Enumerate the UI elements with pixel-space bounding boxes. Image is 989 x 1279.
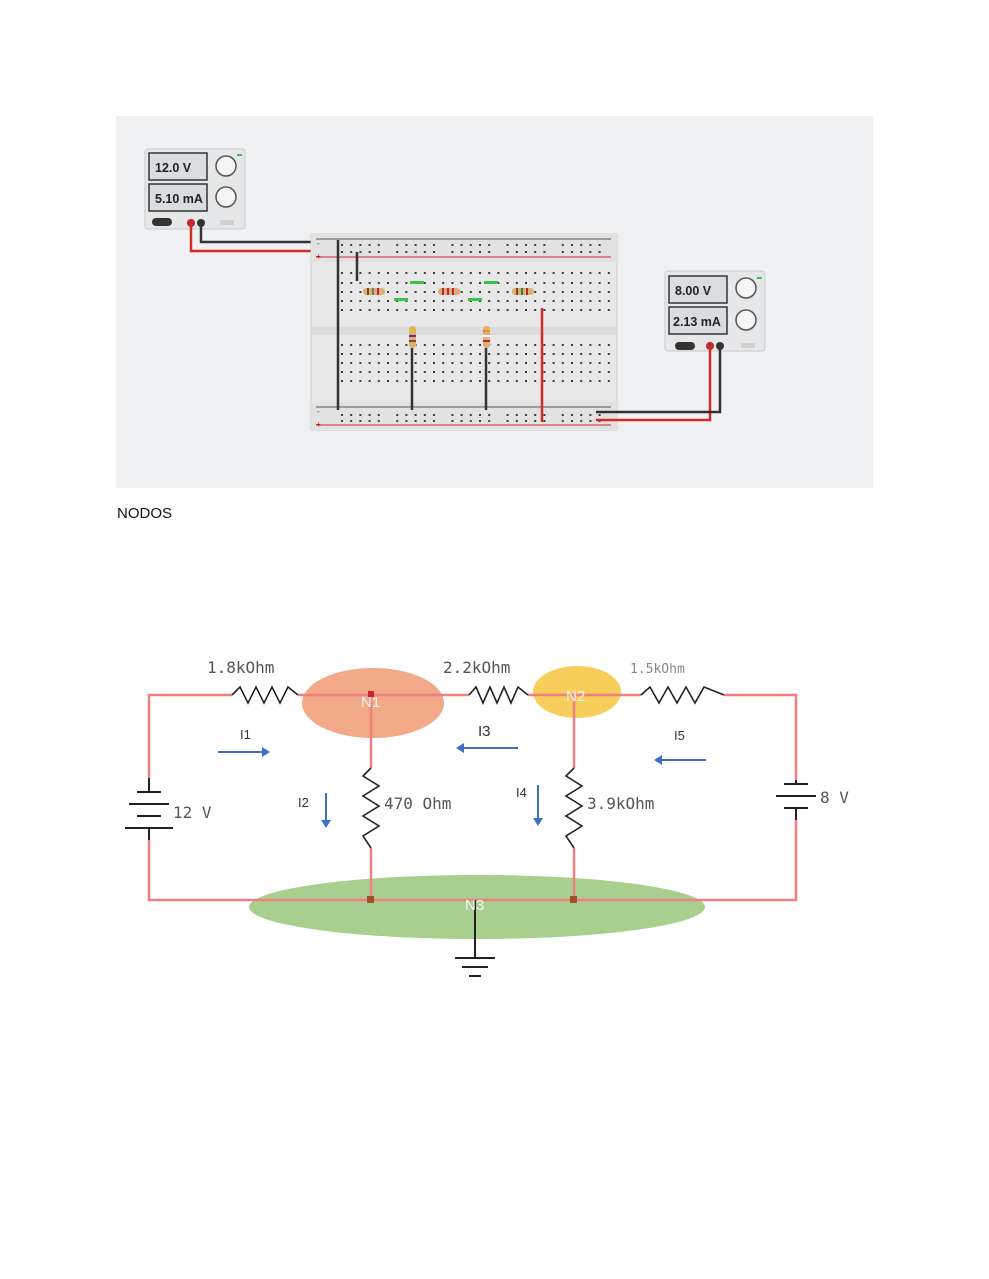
label-1k8: 1.8kOhm (207, 658, 274, 677)
resistor-3k9 (564, 767, 584, 849)
resistor-r1 (363, 288, 385, 295)
resistor-r3 (438, 288, 460, 295)
resistor-symbols (231, 685, 725, 849)
resistor-1k5 (640, 685, 725, 705)
supply-right-current: 2.13 mA (673, 315, 721, 329)
supply-left-voltage: 12.0 V (155, 161, 192, 175)
node-n3-highlight (249, 875, 705, 939)
label-3k9: 3.9kOhm (587, 794, 654, 813)
resistor-2k2 (468, 685, 529, 705)
ground-symbol (455, 900, 495, 977)
node-n2-label: N2 (566, 688, 585, 705)
simulation-canvas: 12.0 V 5.10 mA - + - + (144, 148, 766, 431)
current-i5-label: I5 (674, 728, 685, 743)
label-2k2: 2.2kOhm (443, 658, 510, 677)
power-supply-left: 12.0 V 5.10 mA (144, 148, 246, 230)
node-n3-label: N3 (465, 897, 484, 914)
section-caption: NODOS (117, 505, 173, 522)
current-i1-label: I1 (240, 727, 251, 742)
node-n1-label: N1 (361, 694, 380, 711)
current-i2-label: I2 (298, 795, 309, 810)
resistor-r2 (409, 326, 416, 348)
supply-right-voltage: 8.00 V (675, 284, 712, 298)
resistor-1k8 (231, 685, 299, 705)
node-schematic: 1.8kOhm 2.2kOhm 1.5kOhm 470 Ohm 3.9kOhm … (0, 640, 989, 1000)
voltage-knob-right[interactable] (735, 277, 757, 299)
circuit-simulation-image: 12.0 V 5.10 mA - + - + (116, 116, 873, 488)
current-knob-right[interactable] (735, 309, 757, 331)
battery-8v (776, 780, 816, 820)
node-n2-highlight (533, 666, 621, 718)
current-knob-left[interactable] (215, 186, 237, 208)
current-arrows (218, 743, 706, 828)
rail-minus-label: - (317, 239, 320, 248)
current-i4-label: I4 (516, 785, 527, 800)
power-supply-right: 8.00 V 2.13 mA (664, 270, 766, 352)
current-i3-label: I3 (478, 723, 491, 740)
voltage-knob-left[interactable] (215, 155, 237, 177)
battery-12v (125, 778, 173, 840)
power-switch-right[interactable] (675, 342, 695, 350)
resistor-470 (361, 767, 381, 849)
label-1k5: 1.5kOhm (630, 662, 685, 677)
schematic-canvas: 1.8kOhm 2.2kOhm 1.5kOhm 470 Ohm 3.9kOhm … (125, 658, 849, 977)
power-switch-left[interactable] (152, 218, 172, 226)
rail-plus-label-bottom: + (316, 420, 321, 429)
label-12v: 12 V (173, 803, 212, 822)
breadboard: - + - + (310, 233, 618, 431)
rail-plus-label: + (316, 252, 321, 261)
node-n1-highlight (302, 668, 444, 738)
circuit-wires (147, 693, 798, 902)
supply-left-current: 5.10 mA (155, 192, 203, 206)
rail-minus-label-bottom: - (317, 407, 320, 416)
breadboard-holes (341, 244, 610, 422)
resistor-r4 (483, 326, 490, 348)
resistor-r5 (512, 288, 534, 295)
label-470: 470 Ohm (384, 794, 451, 813)
label-8v: 8 V (820, 788, 849, 807)
